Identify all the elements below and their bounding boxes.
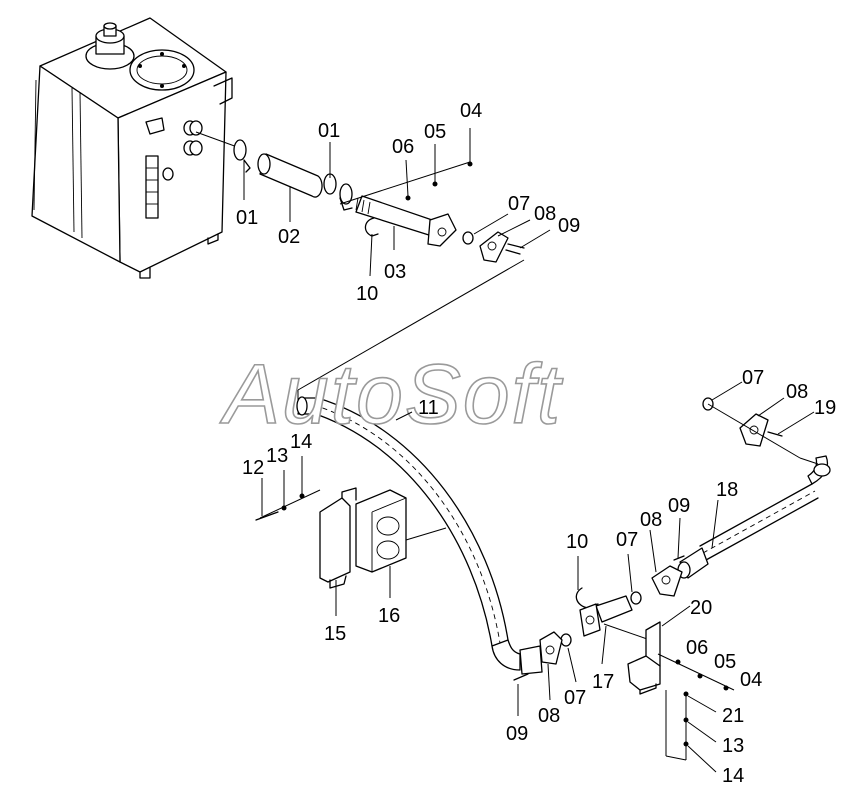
clip-10a <box>364 217 379 237</box>
callout-04: 04 <box>740 669 762 691</box>
callout-17: 17 <box>592 671 614 693</box>
callout-18: 18 <box>716 479 738 501</box>
callout-08: 08 <box>786 381 808 403</box>
split-flange-08b <box>651 565 683 597</box>
callout-02: 02 <box>278 226 300 248</box>
callout-05: 05 <box>714 651 736 673</box>
callout-13: 13 <box>722 735 744 757</box>
suction-hose-11 <box>296 396 543 675</box>
callout-05: 05 <box>424 121 446 143</box>
callout-08: 08 <box>538 705 560 727</box>
callout-labels: 01 01 02 03 04 05 06 07 08 09 10 11 12 1… <box>236 100 836 787</box>
callout-06: 06 <box>686 637 708 659</box>
mounting-bracket-15 <box>319 487 357 589</box>
tank-port-fittings <box>145 117 203 181</box>
split-flange-08c <box>739 413 769 447</box>
callout-10: 10 <box>566 531 588 553</box>
callout-14: 14 <box>722 765 744 787</box>
callout-21: 21 <box>722 705 744 727</box>
callout-04: 04 <box>460 100 482 122</box>
hose-clamp-01a <box>233 139 247 161</box>
callout-19: 19 <box>814 397 836 419</box>
callout-09: 09 <box>506 723 528 745</box>
o-ring-07a <box>462 231 474 245</box>
callout-10: 10 <box>356 283 378 305</box>
callout-20: 20 <box>690 597 712 619</box>
callout-08: 08 <box>534 203 556 225</box>
inspection-cover <box>129 49 195 91</box>
hydraulic-tank <box>31 17 233 279</box>
callout-16: 16 <box>378 605 400 627</box>
callout-11: 11 <box>418 397 439 419</box>
suction-pipe-03 <box>355 195 439 237</box>
suction-line-assembly <box>195 131 525 402</box>
watermark-text: AutoSoft <box>219 347 564 441</box>
callout-15: 15 <box>324 623 346 645</box>
filler-cap <box>85 22 135 70</box>
callout-03: 03 <box>384 261 406 283</box>
callout-08: 08 <box>640 509 662 531</box>
split-flange-08a <box>479 231 509 263</box>
callout-07: 07 <box>616 529 638 551</box>
callout-14: 14 <box>290 431 312 453</box>
callout-09: 09 <box>668 495 690 517</box>
callout-13: 13 <box>266 445 288 467</box>
pressure-pipe-17 <box>595 595 633 623</box>
hose-02 <box>259 153 323 198</box>
callout-01: 01 <box>318 120 340 142</box>
callout-01: 01 <box>236 207 258 229</box>
callout-07: 07 <box>742 367 764 389</box>
callout-09: 09 <box>558 215 580 237</box>
pressure-hose-18 <box>677 455 831 579</box>
split-flange-08d <box>539 631 563 665</box>
bracket-20 <box>627 621 661 695</box>
callout-06: 06 <box>392 136 414 158</box>
callout-07: 07 <box>508 193 530 215</box>
level-gauge <box>145 155 159 219</box>
callout-07: 07 <box>564 687 586 709</box>
clamp-block-16 <box>355 489 407 573</box>
o-ring-07b <box>630 591 642 605</box>
callout-12: 12 <box>242 457 264 479</box>
callout-leaders <box>243 128 815 773</box>
